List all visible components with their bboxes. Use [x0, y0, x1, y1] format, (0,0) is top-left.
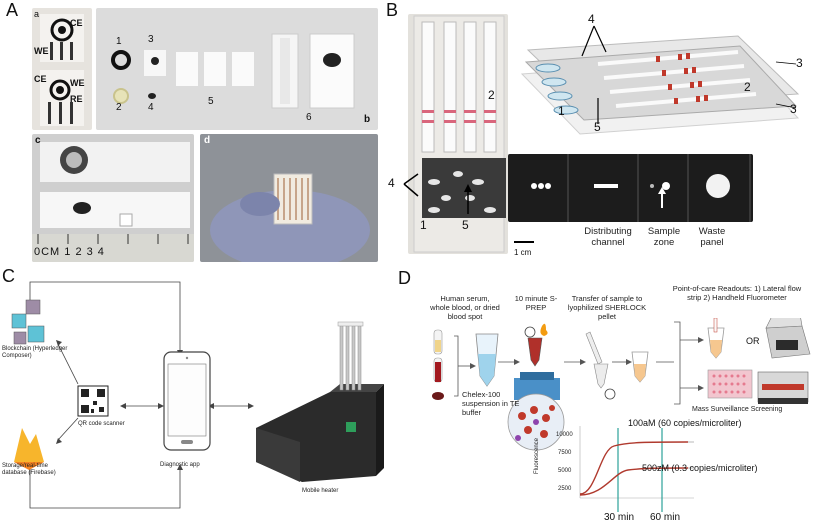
- ruler-text: 0CM 1 2 3 4: [34, 246, 105, 258]
- firebase-icon: [14, 428, 44, 470]
- photo-number-4: 4: [388, 176, 395, 190]
- caption-waste-panel: Waste panel: [698, 226, 726, 248]
- curve-low-label: 500zM (0.3 copies/microliter): [642, 463, 758, 473]
- blockchain-label: Blockchain (Hyperledger Composer): [2, 346, 68, 359]
- photo-number-5: 5: [462, 218, 469, 232]
- part-number-4: 4: [148, 102, 154, 113]
- part-number-5: 5: [208, 96, 214, 107]
- storage-label: Storage/real-time database (Firebase): [2, 463, 56, 476]
- mobile-heater-label: Mobile heater: [302, 488, 339, 494]
- panel-letter-b: B: [386, 0, 399, 20]
- mobile-heater-icon: [256, 321, 384, 482]
- system-diagram: [11, 281, 384, 509]
- diagram-number-4: 4: [588, 12, 595, 26]
- sub-label-c: c: [35, 135, 41, 146]
- scale-bar-line: [514, 241, 534, 243]
- caption-distributing-channel: Distributing channel: [584, 226, 632, 248]
- ytick-10000: 10000: [556, 432, 573, 438]
- qr-code-icon: [77, 385, 109, 417]
- qr-scanner-label: QR code scanner: [78, 421, 125, 427]
- step2-text: 10 minute S-PREP: [514, 294, 558, 312]
- photo-b-device: [408, 14, 508, 254]
- step1-text: Human serum, whole blood, or dried blood…: [430, 294, 500, 321]
- part-number-1: 1: [116, 36, 122, 47]
- step3-text: Transfer of sample to lyophilized SHERLO…: [567, 294, 647, 321]
- photo-number-1: 1: [420, 218, 427, 232]
- label-we-bottom: WE: [70, 78, 85, 88]
- mass-surveillance-label: Mass Surveillance Screening: [692, 406, 783, 413]
- readouts-text: Point-of-care Readouts: 1) Lateral flow …: [672, 284, 802, 302]
- label-re-bottom: RE: [70, 94, 83, 104]
- curve-high-label: 100aM (60 copies/microliter): [628, 418, 742, 428]
- time-60-label: 60 min: [650, 512, 681, 523]
- smartphone-icon: [163, 351, 211, 451]
- photo-number-2: 2: [488, 88, 495, 102]
- photo-a-electrodes: a CE WE CE WE RE: [32, 8, 92, 130]
- part-number-2: 2: [116, 102, 122, 113]
- sub-label-a: a: [34, 9, 40, 19]
- or-label: OR: [746, 336, 760, 346]
- layer-diagram: [520, 25, 800, 135]
- time-30-label: 30 min: [604, 512, 635, 523]
- diagram-number-3-top: 3: [796, 56, 803, 70]
- workflow-diagram: [432, 318, 811, 451]
- diagram-number-5: 5: [594, 120, 601, 134]
- panel-letter-a: A: [6, 0, 19, 20]
- sub-label-d: d: [204, 135, 211, 146]
- label-we-top: WE: [34, 46, 49, 56]
- panel-letter-c: C: [2, 266, 15, 286]
- scale-bar-label: 1 cm: [514, 248, 532, 257]
- ytick-2500: 2500: [558, 486, 572, 492]
- part-number-3: 3: [148, 34, 154, 45]
- ytick-7500: 7500: [558, 450, 572, 456]
- label-ce-bottom: CE: [34, 74, 47, 84]
- part-number-6: 6: [306, 112, 312, 123]
- diagram-number-2: 2: [744, 80, 751, 94]
- label-ce-top: CE: [70, 18, 83, 28]
- sample-zone-arrow: [658, 187, 666, 208]
- diagram-number-1: 1: [558, 104, 565, 118]
- sub-label-b: b: [364, 114, 371, 125]
- diagram-number-3-bottom: 3: [790, 102, 797, 116]
- ytick-5000: 5000: [558, 468, 572, 474]
- diagnostic-app-label: Diagnostic app: [160, 462, 200, 468]
- chart-ylabel: Fluorescence: [534, 437, 540, 474]
- photo-d-hand-device: d: [200, 134, 378, 262]
- blockchain-cubes-icon: [11, 299, 45, 345]
- photo-b-parts: 1 2 3 4 5 6 b: [96, 8, 378, 130]
- photo-c-assembled: c 0CM 1 2 3 4: [32, 134, 194, 262]
- fluorescence-chart: [579, 426, 694, 512]
- strip-photo: [508, 154, 753, 222]
- panel-letter-d: D: [398, 268, 411, 288]
- chelex-text: Chelex-100 suspension in TE buffer: [462, 390, 520, 417]
- photo-callout-arrows: [403, 173, 472, 214]
- caption-sample-zone: Sample zone: [647, 226, 681, 248]
